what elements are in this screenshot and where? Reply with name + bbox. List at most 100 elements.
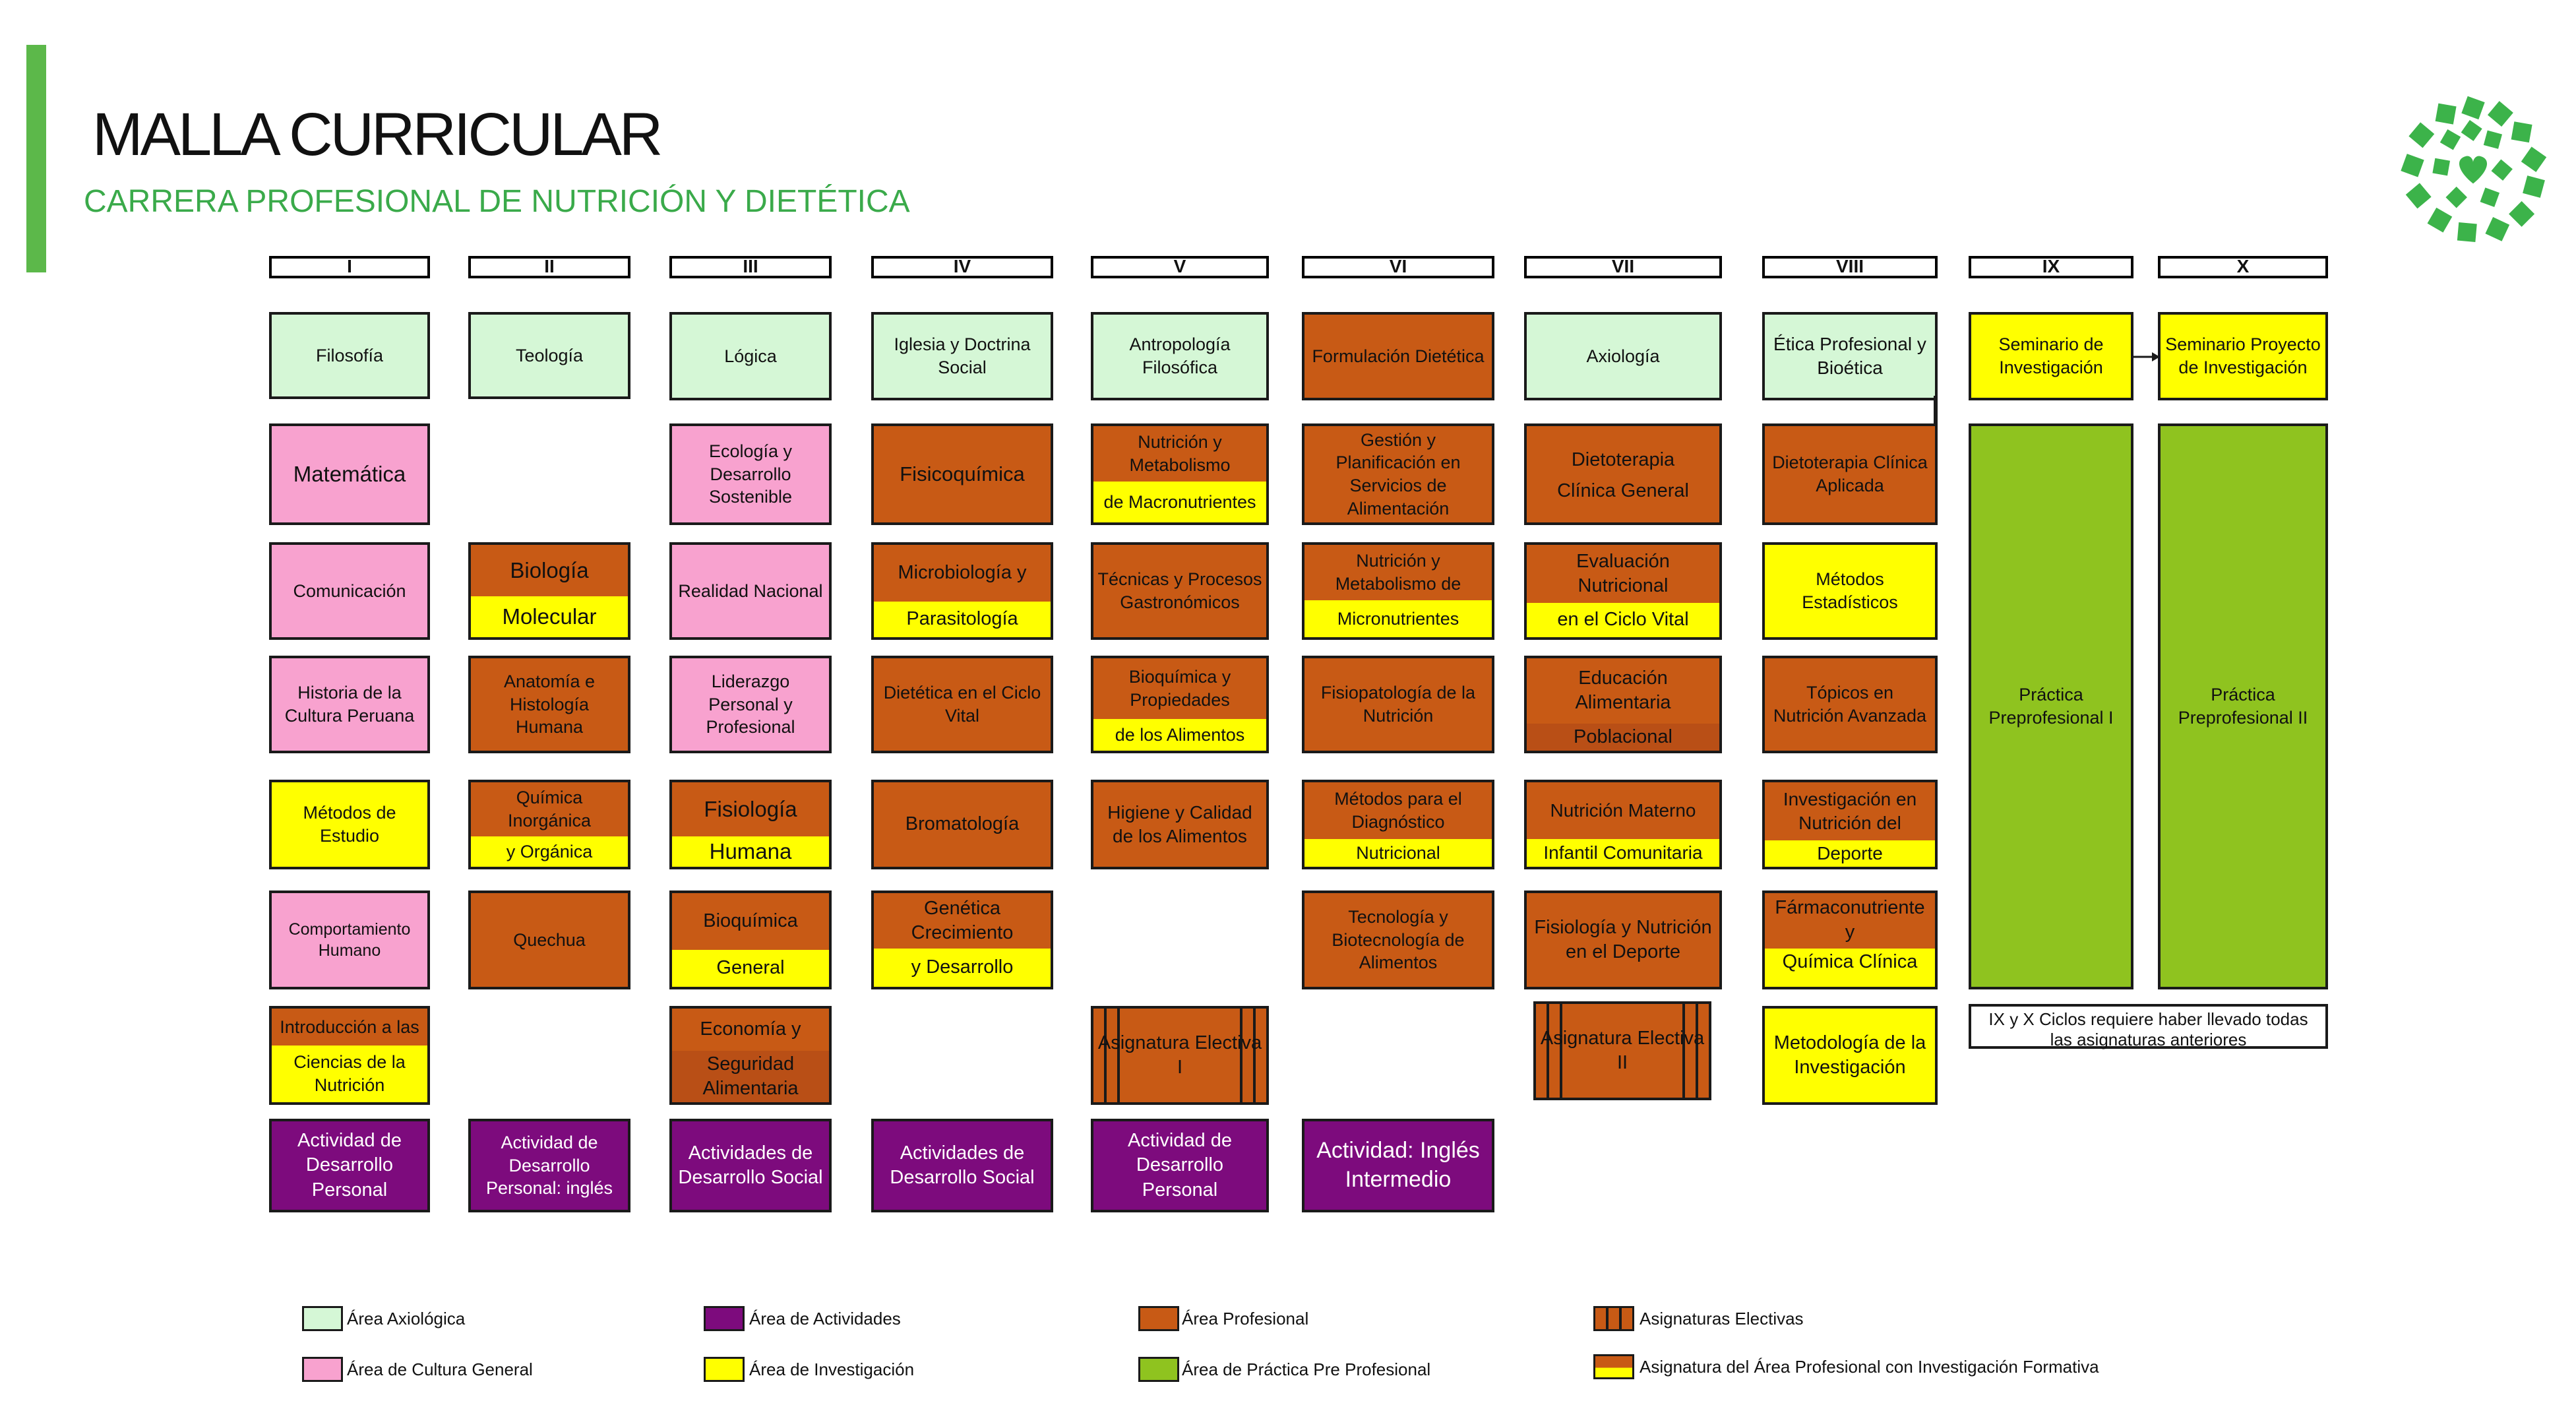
course-part-bottom: y Orgánica bbox=[471, 836, 628, 867]
course-axiologia: Axiología bbox=[1524, 312, 1722, 400]
course-comunicacion: Comunicación bbox=[269, 542, 430, 640]
course-economia-seguridad-alimentaria: Economía y Seguridad Alimentaria bbox=[669, 1006, 832, 1105]
course-part-top: Educación Alimentaria bbox=[1527, 658, 1719, 724]
course-filosofia: Filosofía bbox=[269, 312, 430, 399]
legend-swatch-cultura-general bbox=[302, 1357, 343, 1382]
cycle-header-10: X bbox=[2158, 256, 2328, 278]
cycle-header-7: VII bbox=[1524, 256, 1722, 278]
legend-swatch-investigacion bbox=[704, 1357, 745, 1382]
course-actividad-desarrollo-personal-ingles: Actividad de Desarrollo Personal: inglés bbox=[468, 1119, 630, 1212]
course-part-top: Introducción a las bbox=[272, 1009, 427, 1046]
legend-swatch-axiologica bbox=[302, 1306, 343, 1331]
course-tecnicas-procesos-gastronomicos: Técnicas y Procesos Gastronómicos bbox=[1091, 542, 1269, 640]
course-part-bottom: General bbox=[672, 950, 829, 987]
course-part-top: Evaluación Nutricional bbox=[1527, 545, 1719, 603]
course-actividades-desarrollo-social-1: Actividades de Desarrollo Social bbox=[669, 1119, 832, 1212]
course-part-bottom: Deporte bbox=[1765, 840, 1935, 867]
course-asignatura-electiva-1: Asignatura Electiva I bbox=[1091, 1006, 1269, 1105]
course-part-bottom: Poblacional bbox=[1527, 723, 1719, 751]
course-part-bottom: Micronutrientes bbox=[1304, 600, 1492, 637]
cycle-header-5: V bbox=[1091, 256, 1269, 278]
course-matematica: Matemática bbox=[269, 423, 430, 525]
course-liderazgo-personal-profesional: Liderazgo Personal y Profesional bbox=[669, 656, 832, 753]
course-tecnologia-biotecnologia-alimentos: Tecnología y Biotecnología de Alimentos bbox=[1302, 890, 1494, 989]
course-dietetica-ciclo-vital: Dietética en el Ciclo Vital bbox=[871, 656, 1053, 753]
course-seminario-proyecto-investigacion: Seminario Proyecto de Investigación bbox=[2158, 312, 2328, 400]
course-metodologia-investigacion: Metodología de la Investigación bbox=[1762, 1006, 1938, 1105]
legend-label-electivas: Asignaturas Electivas bbox=[1640, 1309, 1804, 1328]
course-comportamiento-humano: Comportamiento Humano bbox=[269, 890, 430, 989]
course-gestion-planificacion-alimentacion: Gestión y Planificación en Servicios de … bbox=[1302, 423, 1494, 525]
course-ecologia-desarrollo-sostenible: Ecología y Desarrollo Sostenible bbox=[669, 423, 832, 525]
cycle-header-1: I bbox=[269, 256, 430, 278]
cycle-header-3: III bbox=[669, 256, 832, 278]
course-fisiopatologia-nutricion: Fisiopatología de la Nutrición bbox=[1302, 656, 1494, 753]
course-evaluacion-nutricional-ciclo-vital: Evaluación Nutricional en el Ciclo Vital bbox=[1524, 542, 1722, 640]
course-part-bottom: y Desarrollo bbox=[874, 949, 1051, 987]
cycle-header-4: IV bbox=[871, 256, 1053, 278]
connector-line bbox=[1934, 396, 1938, 427]
course-nutricion-micronutrientes: Nutrición y Metabolismo de Micronutrient… bbox=[1302, 542, 1494, 640]
course-quechua: Quechua bbox=[468, 890, 630, 989]
course-part-top: Fisiología bbox=[672, 782, 829, 836]
prerequisite-note: IX y X Ciclos requiere haber llevado tod… bbox=[1969, 1004, 2328, 1049]
course-bioquimica-propiedades-alimentos: Bioquímica y Propiedades de los Alimento… bbox=[1091, 656, 1269, 753]
course-part-bottom: Ciencias de la Nutrición bbox=[272, 1046, 427, 1102]
course-part-top: Nutrición Materno bbox=[1527, 782, 1719, 839]
course-higiene-calidad-alimentos: Higiene y Calidad de los Alimentos bbox=[1091, 780, 1269, 869]
course-bioquimica-general: Bioquímica General bbox=[669, 890, 832, 989]
course-part-top: Bioquímica y Propiedades bbox=[1093, 658, 1266, 719]
course-anatomia-histologia: Anatomía e Histología Humana bbox=[468, 656, 630, 753]
legend-label-profesional: Área Profesional bbox=[1182, 1309, 1309, 1328]
course-fisiologia-nutricion-deporte: Fisiología y Nutrición en el Deporte bbox=[1524, 890, 1722, 989]
course-part-top: Métodos para el Diagnóstico bbox=[1304, 782, 1492, 839]
course-practica-preprofesional-2: Práctica Preprofesional II bbox=[2158, 423, 2328, 989]
course-part-top: Investigación en Nutrición del bbox=[1765, 782, 1935, 840]
course-genetica-crecimiento-desarrollo: Genética Crecimiento y Desarrollo bbox=[871, 890, 1053, 989]
course-part-top: Microbiología y bbox=[874, 545, 1051, 602]
course-quimica-inorganica-organica: Química Inorgánica y Orgánica bbox=[468, 780, 630, 869]
course-metodos-estadisticos: Métodos Estadísticos bbox=[1762, 542, 1938, 640]
cycle-header-8: VIII bbox=[1762, 256, 1938, 278]
course-part-bottom: Clínica General bbox=[1527, 474, 1719, 522]
course-part-top: Nutrición y Metabolismo de bbox=[1304, 545, 1492, 600]
arrow-right-icon bbox=[2133, 352, 2160, 361]
cycle-header-6: VI bbox=[1302, 256, 1494, 278]
course-logica: Lógica bbox=[669, 312, 832, 400]
course-topicos-nutricion-avanzada: Tópicos en Nutrición Avanzada bbox=[1762, 656, 1938, 753]
course-part-top: Biología bbox=[471, 545, 628, 596]
course-historia-cultura-peruana: Historia de la Cultura Peruana bbox=[269, 656, 430, 753]
accent-bar bbox=[26, 45, 46, 272]
legend-label-practica: Área de Práctica Pre Profesional bbox=[1182, 1359, 1431, 1379]
course-formulacion-dietetica: Formulación Dietética bbox=[1302, 312, 1494, 400]
course-iglesia-doctrina-social: Iglesia y Doctrina Social bbox=[871, 312, 1053, 400]
course-biologia-molecular: Biología Molecular bbox=[468, 542, 630, 640]
course-bromatologia: Bromatología bbox=[871, 780, 1053, 869]
course-actividad-desarrollo-personal-2: Actividad de Desarrollo Personal bbox=[1091, 1119, 1269, 1212]
cycle-header-9: IX bbox=[1969, 256, 2133, 278]
course-investigacion-nutricion-deporte: Investigación en Nutrición del Deporte bbox=[1762, 780, 1938, 869]
course-part-bottom: Química Clínica bbox=[1765, 949, 1935, 987]
course-actividades-desarrollo-social-2: Actividades de Desarrollo Social bbox=[871, 1119, 1053, 1212]
course-introduccion-nutricion: Introducción a las Ciencias de la Nutric… bbox=[269, 1006, 430, 1105]
course-part-bottom: Humana bbox=[672, 836, 829, 867]
legend-label-cultura-general: Área de Cultura General bbox=[347, 1359, 533, 1379]
legend-swatch-actividades bbox=[704, 1306, 745, 1331]
course-part-top: Bioquímica bbox=[672, 893, 829, 950]
course-fisiologia-humana: Fisiología Humana bbox=[669, 780, 832, 869]
page-subtitle: CARRERA PROFESIONAL DE NUTRICIÓN Y DIETÉ… bbox=[84, 184, 910, 219]
course-dietoterapia-clinica-aplicada: Dietoterapia Clínica Aplicada bbox=[1762, 423, 1938, 525]
course-metodos-diagnostico-nutricional: Métodos para el Diagnóstico Nutricional bbox=[1302, 780, 1494, 869]
course-teologia: Teología bbox=[468, 312, 630, 399]
course-asignatura-electiva-2: Asignatura Electiva II bbox=[1533, 1001, 1711, 1100]
course-part-top: Genética Crecimiento bbox=[874, 893, 1051, 949]
legend-swatch-electivas bbox=[1593, 1306, 1634, 1331]
page-title: MALLA CURRICULAR bbox=[92, 101, 663, 168]
course-actividad-ingles-intermedio: Actividad: Inglés Intermedio bbox=[1302, 1119, 1494, 1212]
course-part-bottom: Molecular bbox=[471, 596, 628, 637]
legend-swatch-profesional bbox=[1138, 1306, 1179, 1331]
course-part-top: Fármaconutriente y bbox=[1765, 893, 1935, 949]
course-part-bottom: de los Alimentos bbox=[1093, 719, 1266, 751]
cycle-header-2: II bbox=[468, 256, 630, 278]
legend-label-investigacion: Área de Investigación bbox=[749, 1359, 915, 1379]
